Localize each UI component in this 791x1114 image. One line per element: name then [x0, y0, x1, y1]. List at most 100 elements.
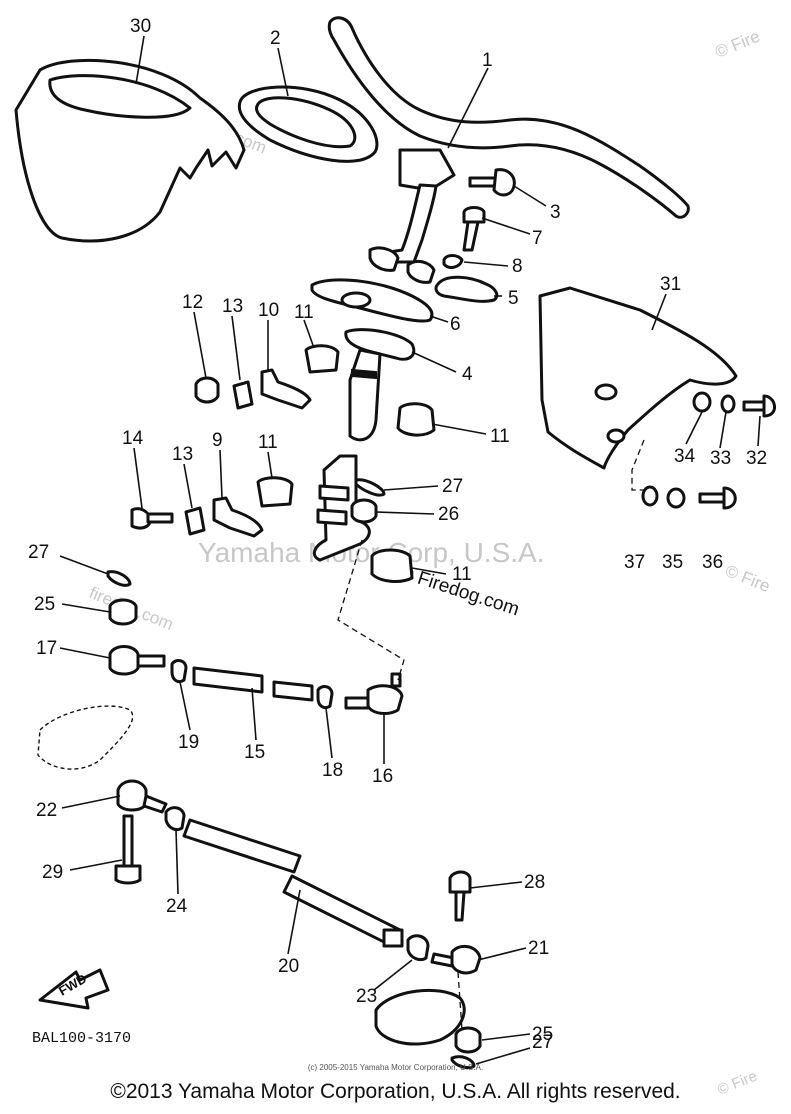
callout-4: 4	[462, 364, 473, 385]
part-29-bolt	[114, 814, 142, 885]
part-37-grommet	[641, 485, 659, 507]
callout-14: 14	[122, 428, 144, 449]
callout-9: 9	[212, 430, 223, 451]
part-15-rod	[192, 666, 264, 694]
callout-32: 32	[746, 448, 767, 469]
reference-lines	[337, 439, 646, 1031]
part-33-washer	[720, 394, 736, 414]
part-18-nut	[316, 685, 334, 710]
leader-lines	[59, 35, 761, 1065]
part-20-rod-lower	[282, 874, 404, 948]
watermark-firedog-right-mid: © Fire	[723, 561, 773, 596]
watermark-firedog-right-top: © Fire	[712, 27, 762, 62]
callout-26: 26	[438, 504, 459, 525]
part-15-rod-b	[272, 680, 314, 702]
part-16-ball-joint	[344, 672, 404, 715]
part-27-pin-right	[450, 1055, 476, 1070]
callout-33: 33	[710, 448, 731, 469]
part-8-nut	[442, 254, 464, 269]
callout-11-b: 11	[490, 426, 510, 447]
part-30-handle-cover	[14, 58, 246, 243]
part-11-bushing-d	[370, 548, 414, 583]
callout-10: 10	[258, 300, 279, 321]
part-5-clamp	[434, 275, 499, 303]
callout-27-right: 27	[532, 1032, 553, 1053]
part-3-bolt	[468, 168, 516, 197]
part-11-bushing-a	[304, 344, 340, 374]
callout-1: 1	[482, 50, 493, 71]
callout-3: 3	[550, 202, 561, 223]
callout-7: 7	[532, 228, 543, 249]
part-19-nut	[170, 659, 188, 684]
part-24-nut	[164, 806, 186, 832]
callout-28: 28	[524, 872, 545, 893]
callout-16: 16	[372, 766, 393, 787]
part-7-bolt	[462, 206, 486, 252]
part-4-column	[344, 328, 416, 442]
diagram-code: BAL100-3170	[32, 1030, 131, 1047]
part-25-nut-left	[108, 598, 138, 626]
callout-13-lower: 13	[172, 444, 193, 465]
callout-37: 37	[624, 552, 645, 573]
part-6-plate	[310, 278, 434, 323]
callout-30: 30	[130, 16, 151, 37]
callout-17: 17	[36, 638, 57, 659]
part-22-ball-joint	[116, 779, 168, 814]
callout-18: 18	[322, 760, 343, 781]
callout-23: 23	[356, 986, 377, 1007]
small-copyright-notice: (c) 2005-2015 Yamaha Motor Corporation, …	[307, 1063, 484, 1072]
callout-11-a: 11	[294, 302, 314, 323]
callout-13-upper: 13	[222, 296, 243, 317]
callout-19: 19	[178, 732, 199, 753]
callout-29: 29	[42, 862, 63, 883]
callouts: 30 2 1 3 7 8 5 6 31 12 13 10 11 4 11 34 …	[28, 16, 767, 1053]
copyright-notice: ©2013 Yamaha Motor Corporation, U.S.A. A…	[110, 1080, 681, 1103]
callout-12: 12	[182, 292, 203, 313]
callout-22: 22	[36, 800, 57, 821]
part-34-washer	[692, 391, 712, 413]
part-2-pad	[237, 85, 379, 163]
part-10-bracket	[260, 368, 312, 410]
callout-20: 20	[278, 956, 299, 977]
callout-6: 6	[450, 314, 461, 335]
part-9-bracket	[212, 496, 264, 538]
part-11-bushing-c	[256, 476, 294, 508]
callout-31: 31	[660, 274, 681, 295]
callout-34: 34	[674, 446, 696, 467]
callout-36: 36	[702, 552, 723, 573]
ghost-outline-upper	[37, 705, 134, 770]
part-35-washer	[666, 487, 686, 509]
callout-11-d: 11	[452, 564, 472, 585]
callout-15: 15	[244, 742, 265, 763]
fwd-arrow: FWD	[38, 968, 110, 1010]
callout-35: 35	[662, 552, 683, 573]
part-23-nut	[406, 934, 430, 962]
callout-2: 2	[270, 28, 281, 49]
callout-5: 5	[508, 288, 519, 309]
part-21-ball-joint	[430, 944, 482, 975]
callout-27-upper: 27	[442, 476, 463, 497]
part-27-pin-left	[106, 570, 132, 587]
callout-25-right: 25	[532, 1024, 553, 1045]
part-36-bolt	[698, 486, 737, 510]
callout-25-left: 25	[34, 594, 55, 615]
callout-24: 24	[166, 896, 188, 917]
part-20-rod-upper	[182, 818, 302, 874]
part-26-nut	[350, 498, 378, 524]
part-27-pin-upper	[354, 478, 386, 497]
part-13-bushing-lower	[184, 506, 206, 536]
part-12-bushing	[194, 376, 220, 404]
part-13-bushing-upper	[232, 380, 254, 410]
part-32-screw	[742, 394, 776, 418]
part-28-bolt	[448, 870, 472, 922]
callout-21: 21	[528, 938, 549, 959]
part-14-bolt	[130, 507, 174, 530]
callout-8: 8	[512, 256, 523, 277]
callout-11-c: 11	[258, 432, 278, 453]
ghost-outline-lower	[374, 988, 466, 1046]
part-1-handlebar	[327, 16, 690, 284]
callout-27-left: 27	[28, 542, 49, 563]
part-11-bushing-b	[396, 402, 436, 437]
part-31-cowling	[538, 286, 738, 470]
